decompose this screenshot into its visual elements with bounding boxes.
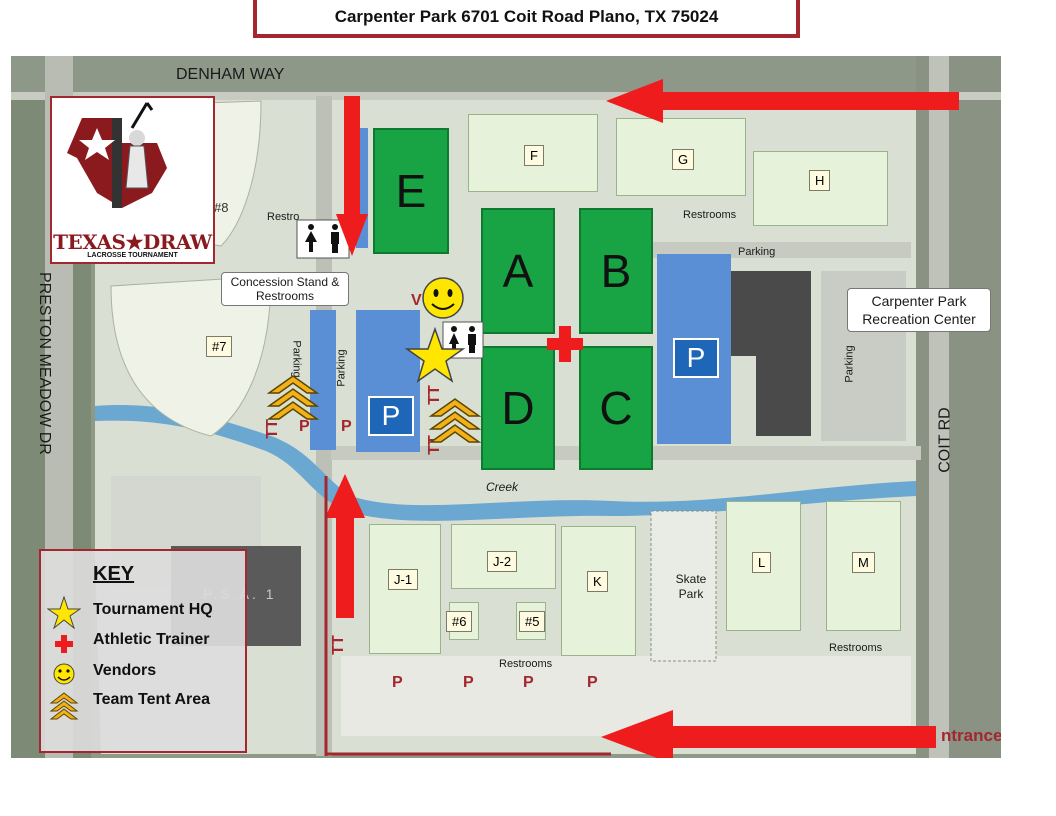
field-j1-label: J-1	[388, 569, 419, 590]
logo-title: TEXAS★DRAW	[53, 230, 212, 254]
tournament-hq-star-icon	[404, 326, 466, 383]
game-field-b-label: B	[600, 245, 632, 297]
skate-park-label: Skate Park	[675, 572, 707, 601]
game-field-a: A	[481, 208, 555, 334]
field-8-label: #8	[214, 200, 229, 215]
field-l-label: L	[752, 552, 772, 573]
field-f: F	[468, 114, 598, 192]
vendor-v-marker: V	[411, 292, 422, 309]
field-k: K	[561, 526, 636, 656]
field-l: L	[726, 501, 801, 631]
team-tent-icon-center	[428, 398, 482, 443]
texas-draw-logo-graphic	[67, 102, 167, 208]
parking-p-6: P	[341, 418, 352, 435]
restrooms-label-south: Restrooms	[499, 658, 553, 670]
field-m-label: M	[852, 552, 875, 573]
star-icon	[47, 595, 81, 630]
game-field-d-label: D	[501, 382, 535, 434]
legend-item-tent: Team Tent Area	[93, 691, 211, 708]
field-5-label: #5	[519, 611, 546, 632]
game-field-a-label: A	[502, 245, 534, 297]
map-icons	[266, 79, 959, 758]
legend-item-hq: Tournament HQ	[93, 601, 213, 618]
game-field-c-label: C	[599, 382, 633, 434]
rec-center-callout: Carpenter Park Recreation Center	[847, 288, 991, 332]
team-tent-icon-west	[266, 375, 320, 420]
parking-badge-main: P	[368, 396, 414, 436]
field-6-label: #6	[446, 611, 473, 632]
parking-p-3: P	[523, 674, 534, 691]
legend-title: KEY	[93, 563, 135, 585]
traffic-arrow-up	[325, 474, 365, 618]
legend-item-vendors: Vendors	[93, 662, 157, 679]
parking-p-2: P	[463, 674, 474, 691]
field-g: G	[616, 118, 746, 196]
game-field-d: D	[481, 346, 555, 470]
smiley-icon	[53, 663, 75, 685]
field-j1: J-1	[369, 524, 441, 654]
field-h-label: H	[809, 170, 831, 191]
rec-center-callout-text: Carpenter Park Recreation Center	[862, 293, 976, 327]
entrance-label: ntrance	[941, 726, 1001, 745]
map-legend: KEY Tournament HQ Athletic Trainer Vendo…	[39, 549, 247, 753]
concession-callout: Concession Stand & Restrooms	[221, 272, 349, 306]
restroom-icon-west	[296, 219, 350, 259]
red-cross-icon	[55, 635, 73, 653]
legend-item-trainer: Athletic Trainer	[93, 631, 210, 648]
street-denham-way: DENHAM WAY	[176, 66, 285, 83]
game-field-e-label: E	[395, 165, 427, 217]
field-6: #6	[446, 602, 479, 640]
tent-chevron-icon	[49, 692, 79, 720]
field-g-label: G	[672, 149, 695, 170]
field-j2: J-2	[451, 524, 556, 589]
texas-draw-logo: TEXAS★DRAW LACROSSE TOURNAMENT	[50, 96, 215, 264]
park-map: F G H J-1 J-2 K L M #6 #5 #7 #8 P P E A …	[11, 56, 1001, 758]
game-field-c: C	[579, 346, 653, 470]
creek-label: Creek	[486, 480, 519, 494]
logo-subtitle: LACROSSE TOURNAMENT	[87, 252, 178, 259]
field-j2-label: J-2	[487, 551, 518, 572]
restrooms-label-west: Restro	[267, 211, 300, 223]
restrooms-label-north: Restrooms	[683, 209, 737, 221]
traffic-arrow-entrance	[601, 710, 936, 758]
field-f-label: F	[524, 145, 544, 166]
field-5: #5	[516, 602, 546, 640]
athletic-trainer-cross-icon	[547, 326, 583, 362]
field-7-label: #7	[206, 336, 233, 357]
legend-icons	[47, 595, 81, 720]
restrooms-label-east: Restrooms	[829, 642, 883, 654]
map-title: Carpenter Park 6701 Coit Road Plano, TX …	[253, 0, 800, 38]
parking-p-5: P	[299, 418, 310, 435]
parking-p-1: P	[392, 674, 403, 691]
field-k-label: K	[587, 571, 608, 592]
game-field-b: B	[579, 208, 653, 334]
field-h: H	[753, 151, 888, 226]
parking-strip-west	[310, 310, 336, 450]
traffic-arrow-north	[606, 79, 959, 123]
vendor-smiley-icon	[422, 277, 464, 319]
traffic-arrow-down	[336, 96, 368, 256]
parking-badge-east: P	[673, 338, 719, 378]
parking-label-north: Parking	[738, 246, 776, 258]
parking-p-4: P	[587, 674, 598, 691]
concession-callout-text: Concession Stand & Restrooms	[230, 275, 340, 303]
entrance-route-line	[324, 476, 611, 756]
game-field-e: E	[373, 128, 449, 254]
field-m: M	[826, 501, 901, 631]
